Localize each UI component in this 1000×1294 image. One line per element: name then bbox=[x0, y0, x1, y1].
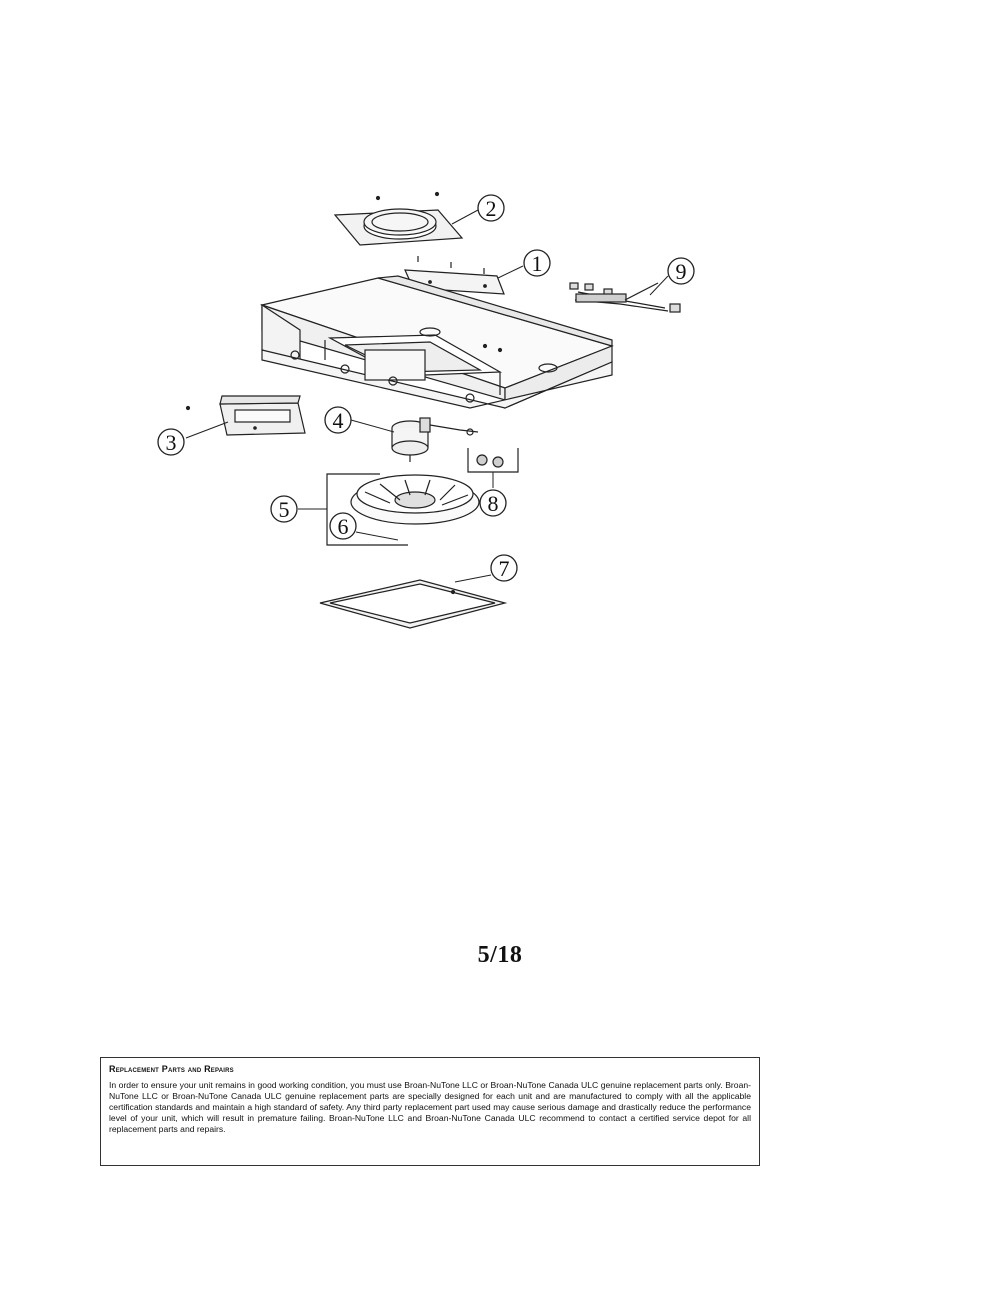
callout-3: 3 bbox=[157, 428, 185, 456]
notice-body: In order to ensure your unit remains in … bbox=[109, 1080, 751, 1134]
page-number: 5/18 bbox=[477, 942, 523, 968]
leader-lines bbox=[185, 209, 669, 583]
callout-7: 7 bbox=[490, 554, 518, 582]
callout-1: 1 bbox=[523, 249, 551, 277]
callout-2-number: 2 bbox=[486, 196, 497, 221]
callout-8: 8 bbox=[479, 489, 507, 517]
part-9-wire-harness bbox=[569, 282, 681, 313]
callout-7-number: 7 bbox=[499, 556, 510, 581]
callout-6: 6 bbox=[329, 512, 357, 540]
part-5-6-blower-assembly bbox=[326, 473, 480, 546]
range-hood-body bbox=[259, 275, 614, 409]
callout-8-number: 8 bbox=[488, 491, 499, 516]
part-7-filter bbox=[319, 579, 508, 629]
exploded-parts-diagram: 1 2 3 4 5 6 7 8 bbox=[157, 191, 695, 629]
part-4-motor bbox=[391, 417, 479, 462]
callout-9-number: 9 bbox=[676, 259, 687, 284]
part-2-duct-connector bbox=[333, 191, 464, 246]
notice-title: Replacement Parts and Repairs bbox=[109, 1064, 234, 1074]
callout-5: 5 bbox=[270, 495, 298, 523]
replacement-parts-notice: Replacement Parts and Repairs In order t… bbox=[100, 1057, 760, 1166]
callout-4: 4 bbox=[324, 406, 352, 434]
callout-6-number: 6 bbox=[338, 514, 349, 539]
callout-4-number: 4 bbox=[333, 408, 344, 433]
callout-1-number: 1 bbox=[532, 251, 543, 276]
callout-3-number: 3 bbox=[166, 430, 177, 455]
part-3-light-housing bbox=[185, 395, 306, 436]
callout-5-number: 5 bbox=[279, 497, 290, 522]
part-8-knobs bbox=[467, 448, 519, 473]
callout-9: 9 bbox=[667, 257, 695, 285]
callouts: 1 2 3 4 5 6 7 8 bbox=[157, 194, 695, 582]
callout-2: 2 bbox=[477, 194, 505, 222]
